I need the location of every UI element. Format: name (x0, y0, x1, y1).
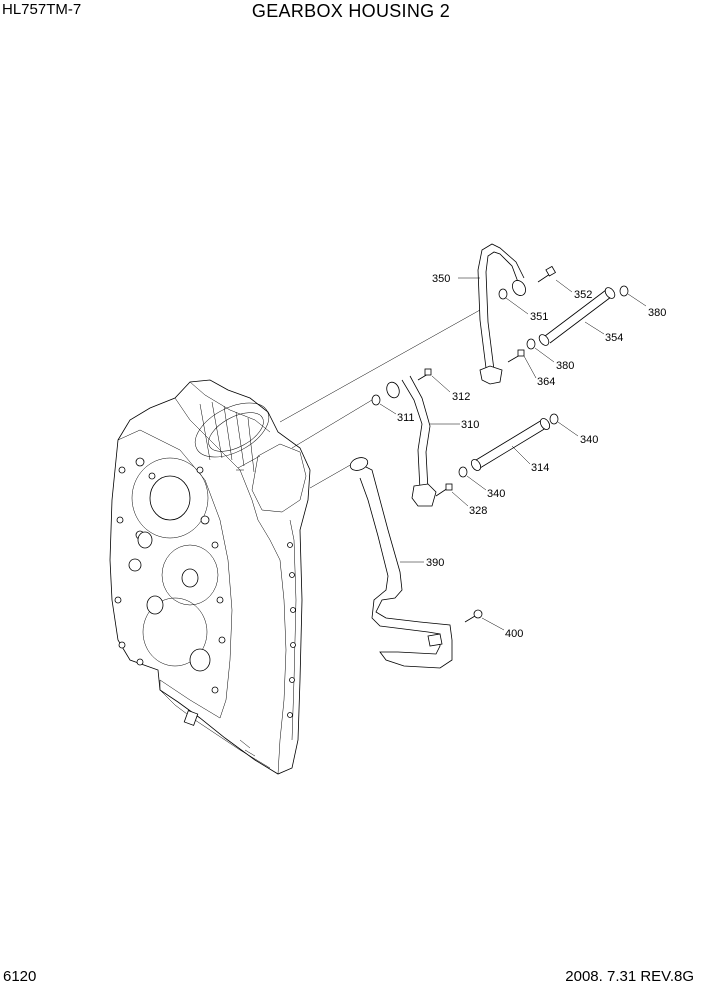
callout-390: 390 (426, 557, 444, 569)
callout-311: 311 (397, 412, 415, 424)
o-ring-340-upper (549, 413, 559, 425)
callout-340-lower: 340 (487, 488, 505, 500)
callout-400: 400 (505, 628, 523, 640)
o-ring-380-lower (526, 338, 536, 350)
tube-354 (538, 287, 616, 346)
bolt-352 (537, 265, 557, 283)
gearbox-housing (109, 379, 311, 775)
o-ring-351 (498, 288, 508, 300)
callouts: 350 352 380 351 354 380 364 312 311 310 … (397, 273, 666, 640)
assembly-lines (279, 309, 481, 489)
callout-leaders (379, 277, 647, 631)
callout-354: 354 (605, 332, 623, 344)
callout-350: 350 (432, 273, 450, 285)
bolt-312 (417, 368, 432, 381)
page-title: GEARBOX HOUSING 2 (251, 1, 451, 21)
o-ring-380-upper (619, 285, 629, 297)
callout-351: 351 (530, 311, 548, 323)
revision-date: 2008. 7.31 REV.8G (565, 968, 694, 985)
bolt-364 (507, 349, 525, 363)
callout-364: 364 (537, 376, 555, 388)
callout-310: 310 (461, 419, 479, 431)
callout-340-upper: 340 (580, 434, 598, 446)
pipe-310 (386, 375, 437, 507)
model-code: HL757TM-7 (2, 1, 82, 18)
pipe-390 (349, 457, 453, 669)
callout-328: 328 (469, 505, 487, 517)
o-ring-311 (371, 394, 381, 406)
callout-312: 312 (452, 391, 470, 403)
callout-380-lower: 380 (556, 360, 574, 372)
o-ring-340-lower (458, 466, 468, 478)
callout-352: 352 (574, 289, 592, 301)
callout-314: 314 (531, 462, 549, 474)
page-number: 6120 (3, 968, 37, 985)
bolt-328 (435, 483, 453, 497)
pipe-350 (477, 243, 526, 385)
tube-314 (470, 418, 551, 471)
callout-380-upper: 380 (648, 307, 666, 319)
bolt-400 (464, 609, 483, 623)
